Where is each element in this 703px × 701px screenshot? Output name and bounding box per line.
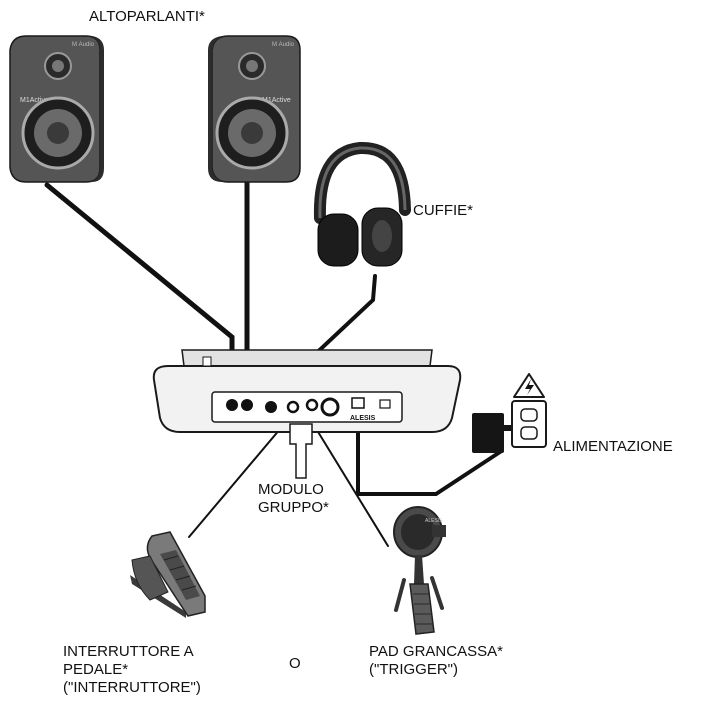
power-label: ALIMENTAZIONE <box>553 438 673 455</box>
headphones <box>313 141 411 267</box>
right-speaker-side <box>208 36 228 182</box>
left-speaker-side <box>86 36 104 182</box>
left-speaker-dustcap <box>47 122 69 144</box>
cable-kick <box>311 421 389 547</box>
jack-headphone <box>265 401 277 413</box>
right-speaker-tweeter-dome <box>246 60 258 72</box>
pedal-label: INTERRUTTORE A PEDALE* ("INTERRUTTORE") <box>63 643 201 697</box>
kick-pad-surface <box>401 514 435 550</box>
jack-kick <box>286 400 300 414</box>
power-adapter <box>472 413 504 453</box>
kick-pad-stand <box>414 555 424 584</box>
module-label: MODULO GRUPPO* <box>258 481 329 517</box>
jack-out-left <box>226 399 238 411</box>
left-speaker-tweeter-dome <box>52 60 64 72</box>
kick-pad-clamp <box>432 525 446 537</box>
kick-pad-label: PAD GRANCASSA* ("TRIGGER") <box>369 643 503 679</box>
cable-pedal <box>188 415 292 538</box>
or-label: O <box>289 655 301 672</box>
kick-pedal-grip-lines <box>413 593 432 625</box>
headphones-band-highlight <box>318 146 407 219</box>
kick-pad-trigger: ALESIS <box>393 506 446 635</box>
module-volume-knob <box>320 397 340 417</box>
right-speaker-brand-logo: M Audio <box>272 42 295 48</box>
pedal-label-line2: PEDALE* <box>63 661 129 678</box>
adapter-prongs <box>504 425 514 431</box>
kick-beater-pedal <box>409 583 435 635</box>
lightning-bolt-icon <box>525 379 534 395</box>
kick-pad-label-line2: ("TRIGGER") <box>369 661 458 678</box>
pedal-heel <box>131 555 169 601</box>
drum-module: ALESIS <box>152 349 462 479</box>
module-midi-port <box>351 397 365 409</box>
module-label-line1: MODULO <box>258 481 324 498</box>
left-speaker-brand-logo: M Audio <box>72 42 95 48</box>
kick-pad-logo: ALESIS <box>425 518 443 524</box>
kick-pad-legs <box>394 576 444 612</box>
pedal-grip-lines <box>163 555 197 591</box>
headphones-cup-shine <box>372 220 392 252</box>
module-vent <box>202 356 212 367</box>
module-top-surface <box>181 349 433 367</box>
power-supply <box>472 373 547 453</box>
right-speaker: M1Active M Audio <box>208 35 301 183</box>
kick-pad-label-line1: PAD GRANCASSA* <box>369 643 503 660</box>
jack-hihat <box>305 398 319 412</box>
headphones-left-cup <box>317 213 359 267</box>
left-speaker-model: M1Active <box>20 97 49 104</box>
headphones-band <box>313 141 411 224</box>
speakers-label: ALTOPARLANTI* <box>89 8 205 25</box>
module-power-switch <box>379 399 391 409</box>
cable-power <box>356 408 502 496</box>
pedal-switch <box>130 531 206 618</box>
pedal-label-line3: ("INTERRUTTORE") <box>63 679 201 696</box>
module-logo: ALESIS <box>350 415 376 422</box>
outlet-socket-bottom <box>520 426 538 440</box>
pedal-label-line1: INTERRUTTORE A <box>63 643 194 660</box>
module-mount <box>289 423 313 479</box>
wall-outlet <box>511 400 547 448</box>
left-speaker: M1Active M Audio <box>9 35 104 183</box>
jack-out-right <box>241 399 253 411</box>
module-label-line2: GRUPPO* <box>258 499 329 516</box>
outlet-socket-top <box>520 408 538 422</box>
right-speaker-model: M1Active <box>262 97 291 104</box>
right-speaker-dustcap <box>241 122 263 144</box>
headphones-label: CUFFIE* <box>413 202 473 219</box>
